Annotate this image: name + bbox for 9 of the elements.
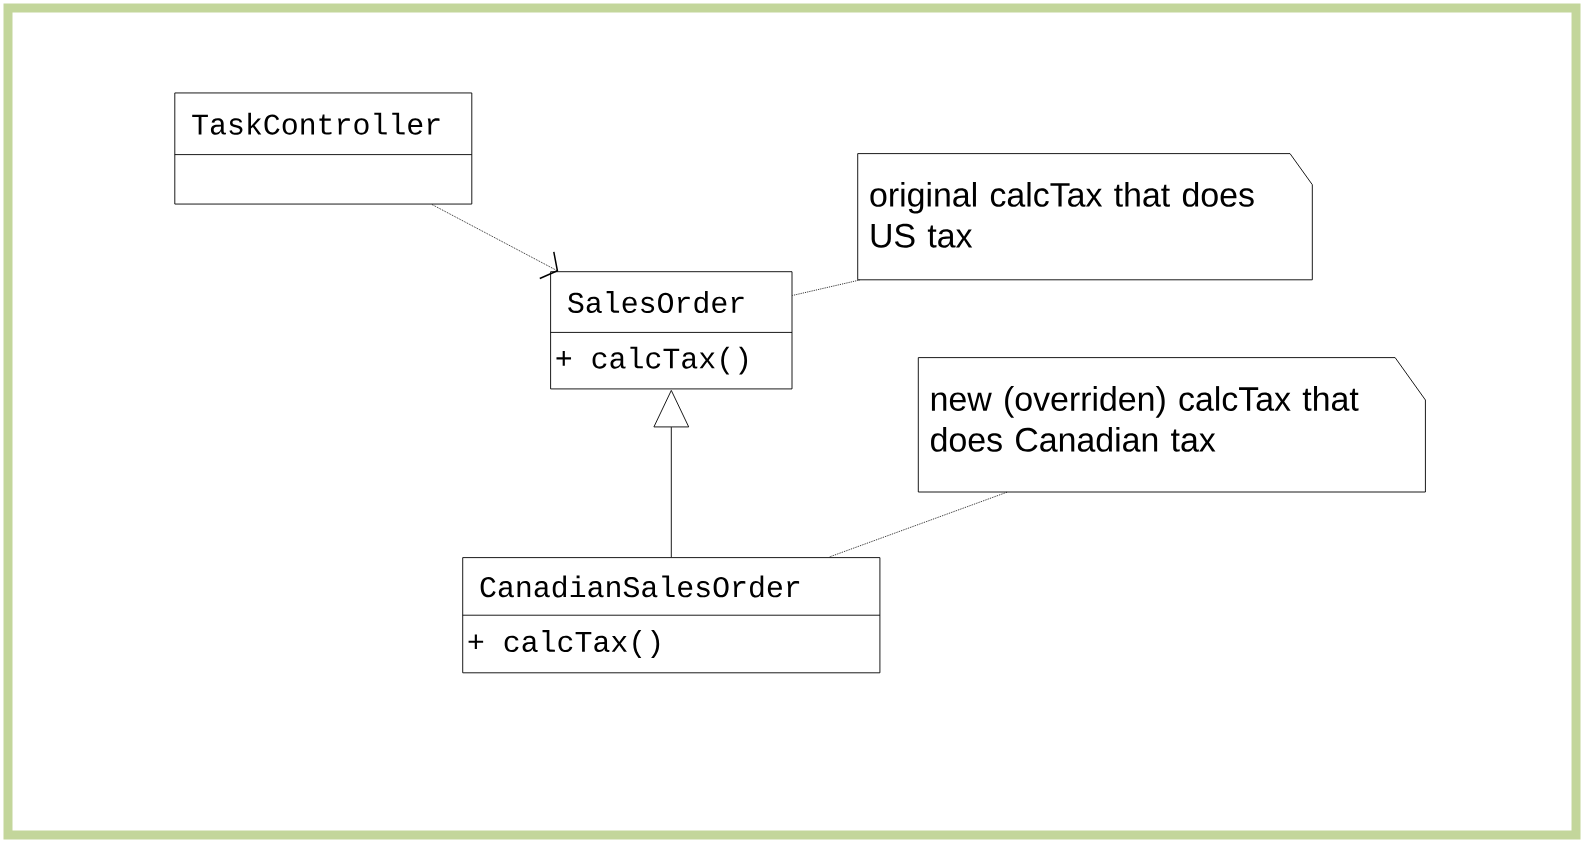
class-box: SalesOrder + calcTax() — [550, 271, 793, 390]
note-box: new (overriden) calcTax that does Canadian tax — [917, 357, 1426, 493]
note-connector — [792, 279, 860, 296]
class-box: TaskController — [174, 92, 473, 205]
class-box: CanadianSalesOrder + calcTax() — [462, 557, 881, 674]
note-connector — [828, 491, 1008, 558]
dependency-arrow — [431, 204, 559, 280]
inheritance-arrow — [653, 389, 690, 558]
note-box: original calcTax that does US tax — [857, 153, 1313, 281]
